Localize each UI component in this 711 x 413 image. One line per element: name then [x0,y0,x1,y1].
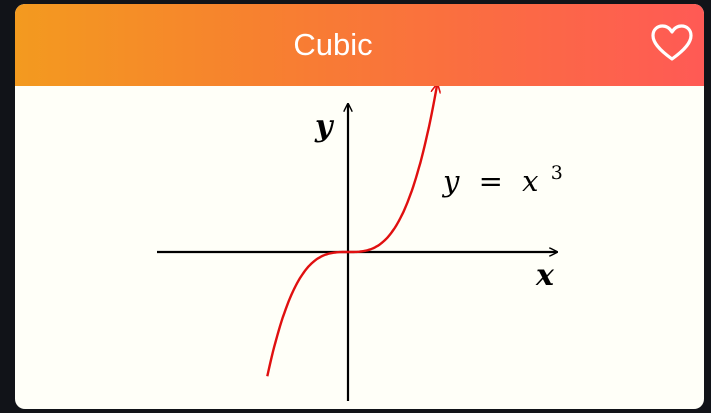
equation-equals: = [479,164,503,198]
y-axis-label: y [314,109,335,144]
cubic-graph: y x y = x 3 [15,86,704,409]
card-header: Cubic [15,4,704,86]
heart-outline-icon[interactable] [650,23,694,63]
x-axis-label: x [535,258,555,293]
equation-base: x [522,164,538,198]
cubic-card[interactable]: Cubic y x [15,4,704,409]
card-title: Cubic [293,27,373,62]
cubic-curve [266,86,437,377]
equation-exponent: 3 [551,162,563,184]
equation-lhs: y [441,164,460,198]
equation-label: y = x 3 [441,162,563,198]
